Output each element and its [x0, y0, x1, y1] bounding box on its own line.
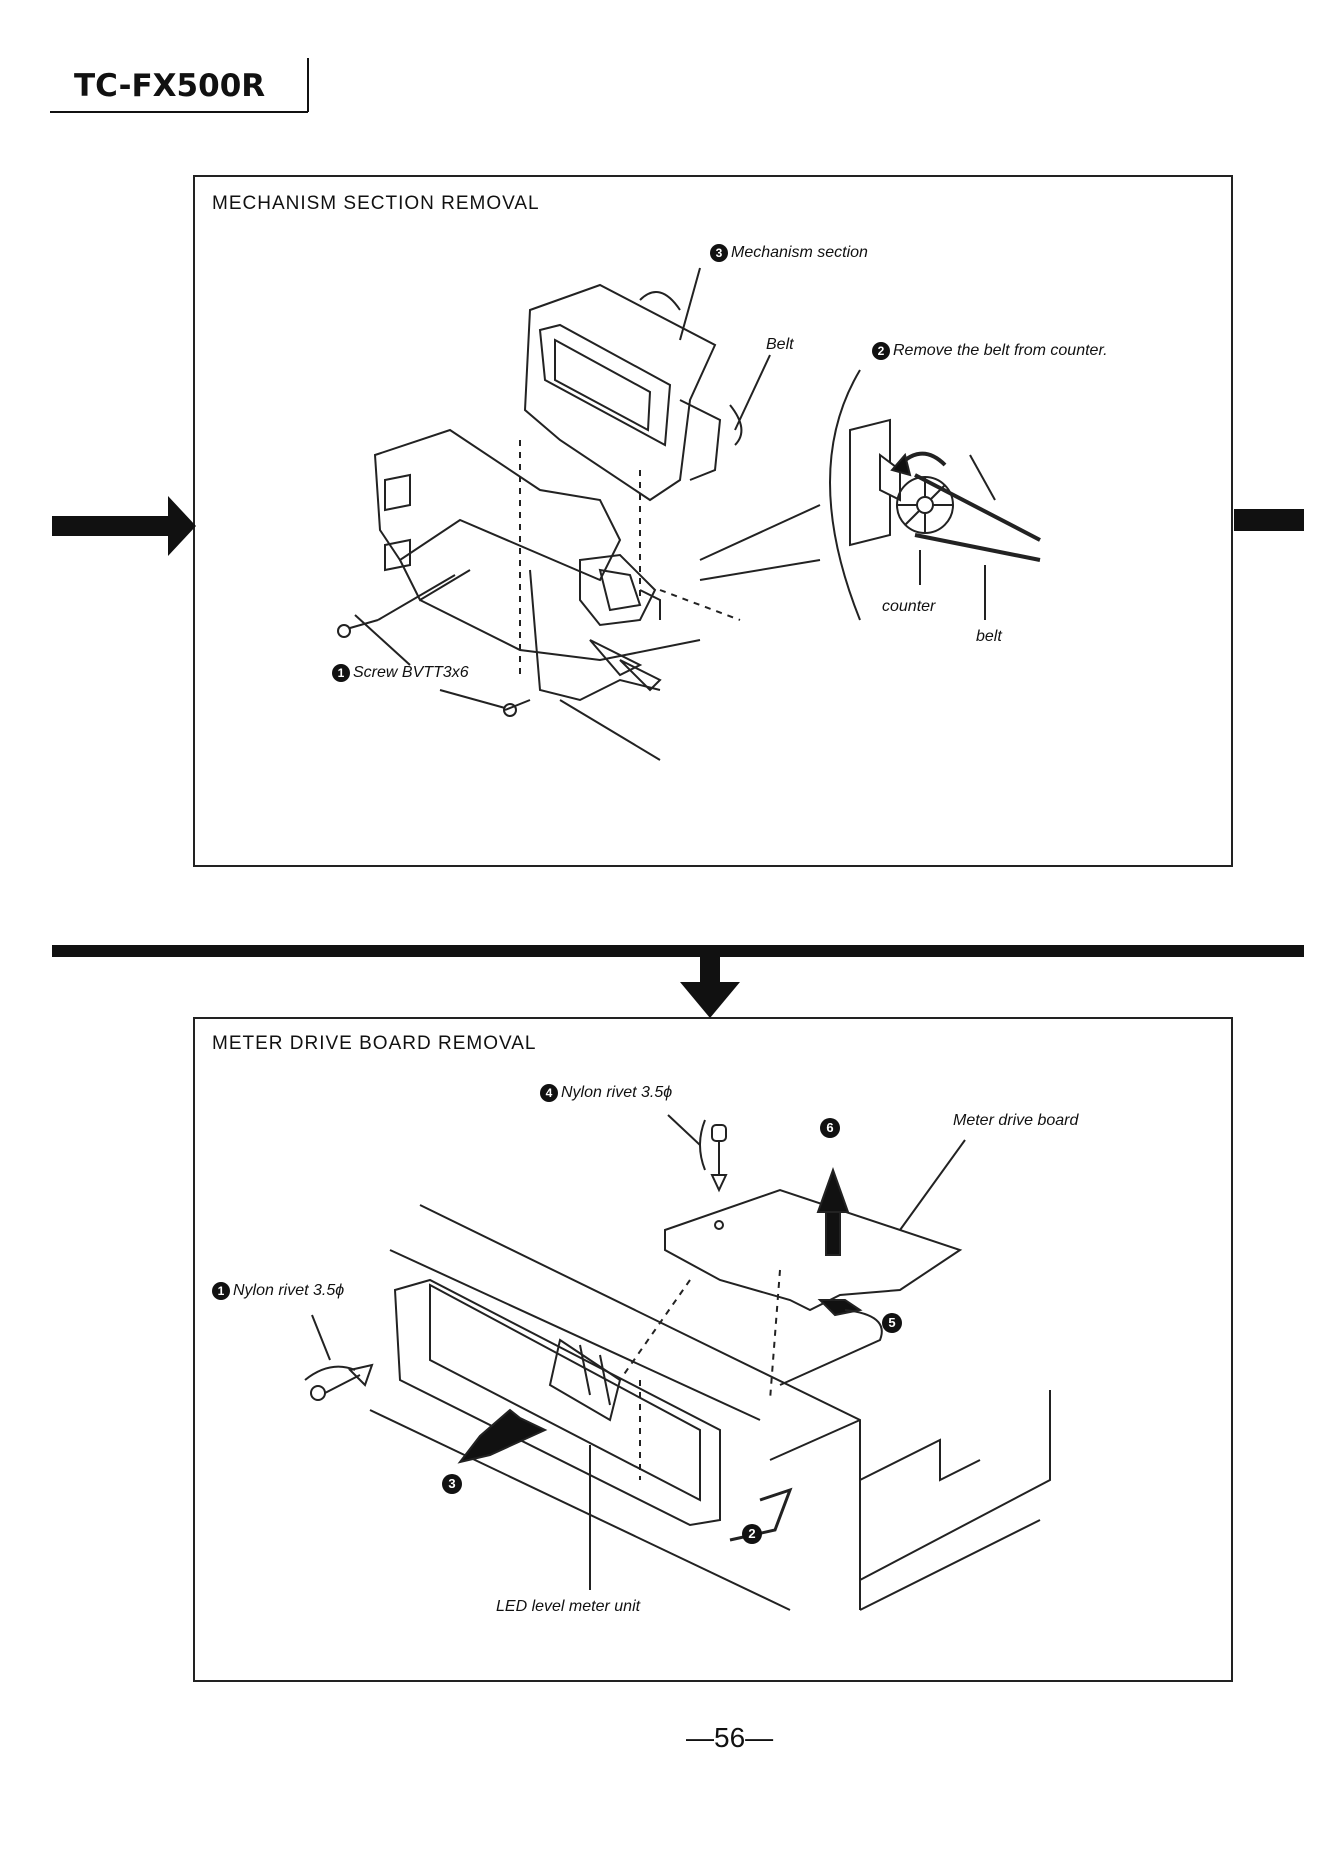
label-text: Remove the belt from counter.	[893, 342, 1108, 359]
screw-icon	[338, 620, 378, 637]
step-badge-5: 5	[882, 1313, 902, 1333]
pull-arrow-icon	[460, 1410, 545, 1462]
label-text: Screw BVTT3x6	[353, 664, 469, 681]
section-title-mechanism: MECHANISM SECTION REMOVAL	[212, 193, 540, 215]
label-belt: Belt	[766, 336, 794, 354]
step-badge-2: 2	[742, 1524, 762, 1544]
step-badge: 3	[710, 244, 728, 262]
screw-icon	[504, 700, 530, 716]
flow-arrow-down	[680, 950, 740, 1018]
page-number: —56—	[686, 1722, 773, 1754]
label-meter-drive-board: Meter drive board	[953, 1112, 1078, 1130]
counter-wheel-icon	[897, 477, 953, 533]
flow-arrow-left	[52, 496, 196, 556]
flow-bar-right	[1234, 509, 1304, 531]
label-belt-detail: belt	[976, 628, 1002, 646]
label-text: Nylon rivet 3.5ϕ	[561, 1084, 672, 1101]
step-badge: 2	[872, 342, 890, 360]
label-led-level-meter-unit: LED level meter unit	[496, 1598, 640, 1616]
section-title-meter-board: METER DRIVE BOARD REMOVAL	[212, 1033, 536, 1055]
lift-arrow-icon	[818, 1170, 848, 1255]
step-badge: 4	[540, 1084, 558, 1102]
step-badge-3: 3	[442, 1474, 462, 1494]
step-badge-6: 6	[820, 1118, 840, 1138]
meter-drive-board-drawing	[305, 1115, 1050, 1610]
step-badge: 1	[212, 1282, 230, 1300]
label-counter: counter	[882, 598, 935, 616]
label-text: Mechanism section	[731, 244, 868, 261]
label-text: Nylon rivet 3.5ϕ	[233, 1282, 344, 1299]
step-badge: 1	[332, 664, 350, 682]
flow-bar-middle	[52, 945, 1304, 957]
